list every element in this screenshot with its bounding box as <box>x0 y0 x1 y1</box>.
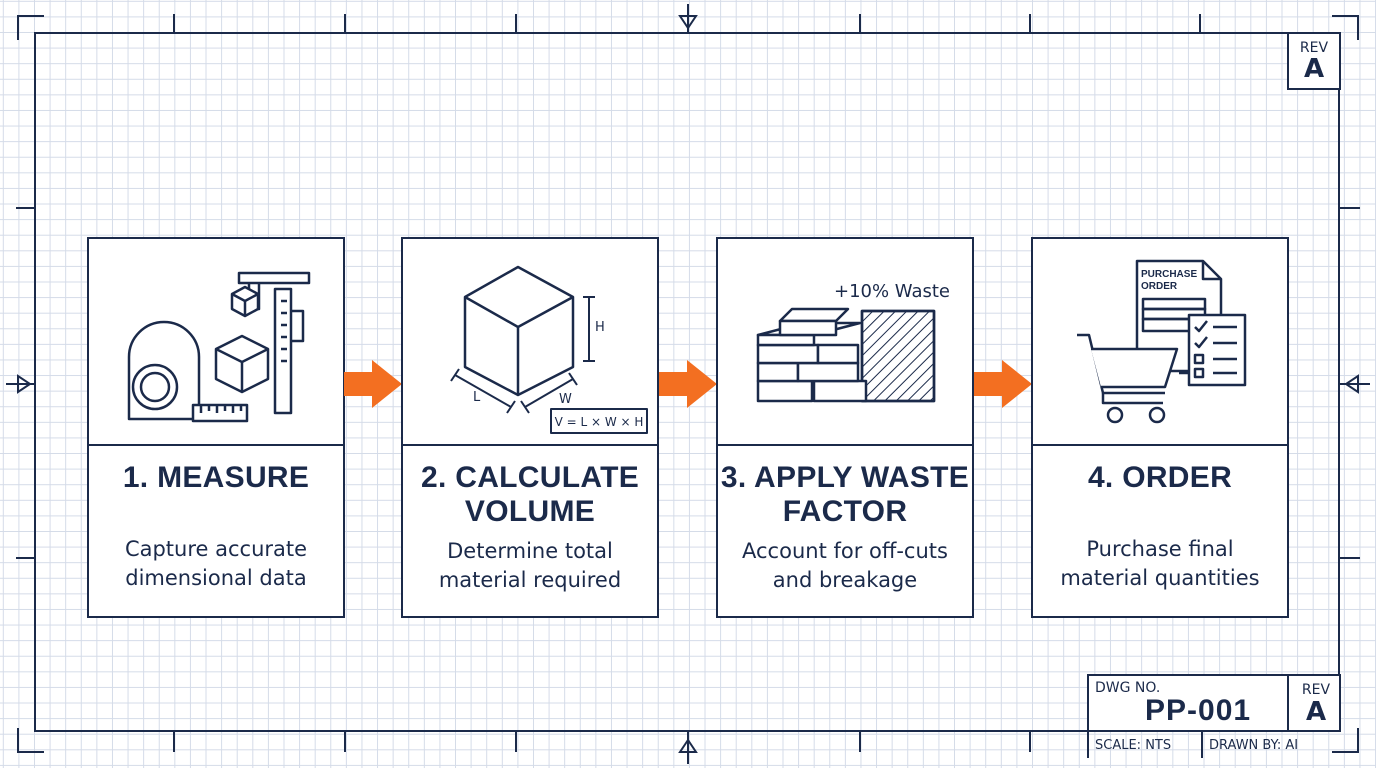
scale-label: SCALE: NTS <box>1087 732 1203 758</box>
step-2-title: 2. CALCULATE VOLUME <box>403 461 657 529</box>
dim-l-label: L <box>473 390 481 405</box>
step-4-desc-line-1: Purchase final <box>1086 537 1234 561</box>
volume-formula: V = L × W × H <box>555 415 644 429</box>
step-3-desc-line-2: and breakage <box>772 568 918 592</box>
arrow-right-icon <box>344 360 402 408</box>
title-block-rev-value: A <box>1305 697 1327 727</box>
dim-h-label: H <box>595 320 605 335</box>
step-3-desc-line-1: Account for off-cuts <box>742 539 948 563</box>
dim-w-label: W <box>559 392 572 407</box>
step-2-divider <box>403 444 657 446</box>
top-rev-label: REV <box>1299 40 1329 56</box>
step-2-icon-area: H L W V = L × W × H <box>403 239 657 444</box>
step-3-title: 3. APPLY WASTE FACTOR <box>718 461 972 529</box>
dwg-number-value: PP-001 <box>1145 694 1252 727</box>
step-4-desc-line-2: material quantities <box>1060 566 1260 590</box>
step-4-title: 4. ORDER <box>1033 461 1287 495</box>
volume-cube-icon: H L W V = L × W × H <box>450 265 648 434</box>
po-label-line-2: ORDER <box>1141 281 1178 292</box>
step-1-divider <box>89 444 343 446</box>
step-3-title-line-2: FACTOR <box>782 495 908 528</box>
step-calculate-volume: H L W V = L × W × H 2. CALCULATE VOLUME … <box>401 237 659 618</box>
drawn-by-label: DRAWN BY: AI <box>1209 738 1299 753</box>
bricks-waste-icon: +10% Waste <box>756 281 950 403</box>
step-apply-waste-factor: +10% Waste 3. APPLY WASTE FACTOR Account… <box>716 237 974 618</box>
waste-percent-label: +10% Waste <box>834 281 950 302</box>
tape-measure-caliper-icon <box>127 271 311 423</box>
step-3-title-line-1: 3. APPLY WASTE <box>720 461 970 494</box>
step-measure: 1. MEASURE Capture accurate dimensional … <box>87 237 345 618</box>
title-block-rev-label: REV <box>1301 682 1331 698</box>
step-2-description: Determine total material required <box>403 537 657 595</box>
step-3-icon-area: +10% Waste <box>718 239 972 444</box>
top-revision-box: REV A <box>1287 32 1341 90</box>
top-rev-value: A <box>1303 54 1325 84</box>
step-2-title-line-1: 2. CALCULATE <box>420 461 640 494</box>
arrow-right-icon <box>974 360 1032 408</box>
step-order: PURCHASE ORDER 4. ORDER Purchase final m… <box>1031 237 1289 618</box>
step-4-description: Purchase final material quantities <box>1033 535 1287 593</box>
step-3-divider <box>718 444 972 446</box>
drawing-title-block: DWG NO. PP-001 REV A <box>1087 674 1341 732</box>
shopping-cart-order-icon: PURCHASE ORDER <box>1077 259 1247 424</box>
arrow-right-icon <box>659 360 717 408</box>
dwg-number-label: DWG NO. <box>1095 680 1161 696</box>
step-1-desc-line-2: dimensional data <box>125 566 307 590</box>
step-1-icon-area <box>89 239 343 444</box>
step-3-description: Account for off-cuts and breakage <box>718 537 972 595</box>
step-1-desc-line-1: Capture accurate <box>124 537 308 561</box>
po-label-line-1: PURCHASE <box>1141 269 1197 280</box>
step-2-title-line-2: VOLUME <box>464 495 596 528</box>
step-1-description: Capture accurate dimensional data <box>89 535 343 593</box>
title-block-rev-cell: REV A <box>1287 676 1343 730</box>
step-2-desc-line-2: material required <box>438 568 622 592</box>
step-2-desc-line-1: Determine total <box>447 539 613 563</box>
step-4-divider <box>1033 444 1287 446</box>
step-1-title-line-1: 1. MEASURE <box>122 461 310 494</box>
step-4-title-line-1: 4. ORDER <box>1087 461 1233 494</box>
title-block-footer: SCALE: NTS DRAWN BY: AI <box>1087 732 1341 758</box>
step-4-icon-area: PURCHASE ORDER <box>1033 239 1287 444</box>
step-1-title: 1. MEASURE <box>89 461 343 495</box>
